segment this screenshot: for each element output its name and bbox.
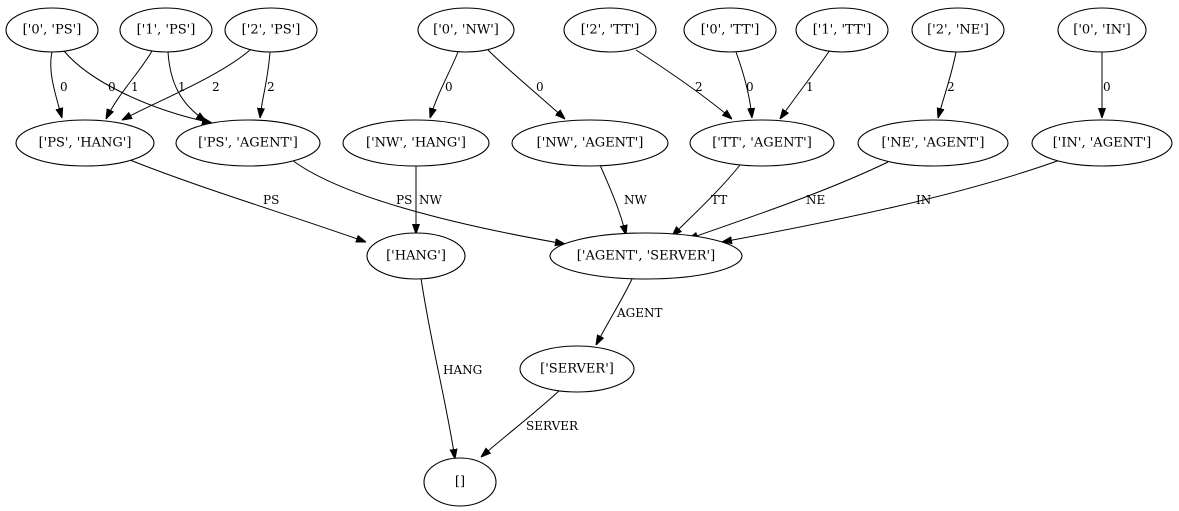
node-nw-agent[interactable]: ['NW', 'AGENT'] bbox=[511, 119, 669, 167]
edge-2ps-to-ps-agent: 2 bbox=[260, 51, 275, 118]
edge-label: 0 bbox=[746, 80, 754, 94]
node-tt-agent[interactable]: ['TT', 'AGENT'] bbox=[689, 119, 835, 167]
edge-nw-agent-to-agent-server: NW bbox=[599, 164, 648, 235]
edge-label: HANG bbox=[443, 363, 482, 377]
node-label: ['AGENT', 'SERVER'] bbox=[577, 249, 715, 264]
node-label: ['PS', 'HANG'] bbox=[39, 136, 132, 151]
edge-ps-hang-to-hang: PS bbox=[129, 159, 366, 242]
node-label: ['TT', 'AGENT'] bbox=[712, 136, 812, 151]
edge-label: NW bbox=[419, 193, 443, 207]
edge-0nw-to-nw-hang: 0 bbox=[430, 51, 459, 118]
node-agent-server[interactable]: ['AGENT', 'SERVER'] bbox=[549, 232, 743, 280]
node-label: ['0', 'IN'] bbox=[1073, 23, 1130, 38]
edges: 0 0 1 1 2 2 0 bbox=[50, 49, 1111, 459]
node-2-tt[interactable]: ['2', 'TT'] bbox=[563, 7, 657, 53]
node-hang[interactable]: ['HANG'] bbox=[366, 232, 466, 280]
edge-label: AGENT bbox=[616, 306, 663, 320]
node-label: ['IN', 'AGENT'] bbox=[1053, 136, 1152, 151]
edge-label: 0 bbox=[108, 80, 116, 94]
node-label: ['1', 'TT'] bbox=[813, 23, 872, 38]
node-ne-agent[interactable]: ['NE', 'AGENT'] bbox=[857, 119, 1009, 167]
edge-1tt-to-tt-agent: 1 bbox=[780, 49, 831, 119]
edge-label: 0 bbox=[60, 80, 68, 94]
node-label: ['0', 'TT'] bbox=[701, 23, 760, 38]
node-2-ps[interactable]: ['2', 'PS'] bbox=[224, 7, 318, 53]
node-nw-hang[interactable]: ['NW', 'HANG'] bbox=[342, 119, 490, 167]
edge-1ps-to-ps-hang: 1 bbox=[106, 50, 153, 119]
node-label: ['0', 'PS'] bbox=[23, 23, 82, 38]
edge-label: SERVER bbox=[526, 419, 579, 433]
edge-label: 0 bbox=[445, 80, 453, 94]
nodes: ['0', 'PS'] ['1', 'PS'] ['2', 'PS'] ['0'… bbox=[5, 7, 1173, 507]
node-label: ['NW', 'AGENT'] bbox=[537, 136, 644, 151]
node-empty[interactable]: [] bbox=[423, 457, 497, 507]
node-in-agent[interactable]: ['IN', 'AGENT'] bbox=[1031, 119, 1173, 167]
edge-0ps-to-ps-hang: 0 bbox=[50, 51, 68, 118]
edge-label: 1 bbox=[806, 80, 814, 94]
node-label: ['SERVER'] bbox=[540, 362, 614, 377]
node-label: [] bbox=[455, 475, 465, 490]
edge-1ps-to-ps-agent: 1 bbox=[167, 51, 206, 121]
edge-label: 2 bbox=[212, 80, 220, 94]
edge-ps-agent-to-agent-server: PS bbox=[291, 159, 565, 244]
edge-nw-hang-to-hang: NW bbox=[416, 166, 443, 234]
node-1-tt[interactable]: ['1', 'TT'] bbox=[795, 7, 889, 53]
edge-label: 1 bbox=[131, 80, 139, 94]
edge-label: 2 bbox=[947, 80, 955, 94]
node-1-ps[interactable]: ['1', 'PS'] bbox=[119, 7, 213, 53]
node-server[interactable]: ['SERVER'] bbox=[519, 345, 635, 393]
node-label: ['NE', 'AGENT'] bbox=[882, 136, 985, 151]
node-0-nw[interactable]: ['0', 'NW'] bbox=[417, 7, 515, 53]
edge-label: 2 bbox=[695, 80, 703, 94]
edge-label: PS bbox=[263, 193, 279, 207]
node-label: ['2', 'NE'] bbox=[927, 23, 989, 38]
edge-label: NE bbox=[806, 193, 825, 207]
node-label: ['1', 'PS'] bbox=[137, 23, 196, 38]
node-2-ne[interactable]: ['2', 'NE'] bbox=[911, 7, 1005, 53]
edge-2ps-to-ps-hang: 2 bbox=[122, 49, 251, 120]
edge-tt-agent-to-agent-server: TT bbox=[672, 164, 741, 236]
edge-label: 0 bbox=[536, 80, 544, 94]
edge-0tt-to-tt-agent: 0 bbox=[735, 51, 754, 118]
edge-server-to-empty: SERVER bbox=[481, 389, 579, 457]
node-ps-hang[interactable]: ['PS', 'HANG'] bbox=[15, 119, 155, 167]
edge-0in-to-in-agent: 0 bbox=[1102, 52, 1111, 118]
node-0-ps[interactable]: ['0', 'PS'] bbox=[5, 7, 99, 53]
node-label: ['PS', 'AGENT'] bbox=[198, 136, 298, 151]
edge-2ne-to-ne-agent: 2 bbox=[938, 51, 957, 118]
edge-label: IN bbox=[916, 193, 931, 207]
edge-2tt-to-tt-agent: 2 bbox=[635, 49, 732, 119]
node-0-tt[interactable]: ['0', 'TT'] bbox=[683, 7, 777, 53]
edge-ne-agent-to-agent-server: NE bbox=[688, 161, 889, 239]
edge-label: 2 bbox=[267, 80, 275, 94]
edge-agent-server-to-server: AGENT bbox=[596, 278, 663, 345]
node-label: ['NW', 'HANG'] bbox=[366, 136, 466, 151]
node-ps-agent[interactable]: ['PS', 'AGENT'] bbox=[175, 119, 321, 167]
edge-label: PS bbox=[396, 193, 412, 207]
edge-0ps-to-ps-agent: 0 bbox=[63, 50, 212, 123]
edge-0nw-to-nw-agent: 0 bbox=[487, 49, 565, 119]
node-label: ['2', 'PS'] bbox=[242, 23, 301, 38]
node-label: ['0', 'NW'] bbox=[433, 23, 499, 38]
node-label: ['2', 'TT'] bbox=[581, 23, 640, 38]
node-label: ['HANG'] bbox=[386, 249, 446, 264]
edge-in-agent-to-agent-server: IN bbox=[722, 159, 1061, 242]
edge-label: NW bbox=[624, 193, 648, 207]
node-0-in[interactable]: ['0', 'IN'] bbox=[1057, 7, 1147, 53]
edge-label: TT bbox=[711, 193, 727, 207]
edge-label: 0 bbox=[1103, 80, 1111, 94]
edge-label: 1 bbox=[178, 80, 186, 94]
edge-hang-to-empty: HANG bbox=[420, 277, 482, 459]
